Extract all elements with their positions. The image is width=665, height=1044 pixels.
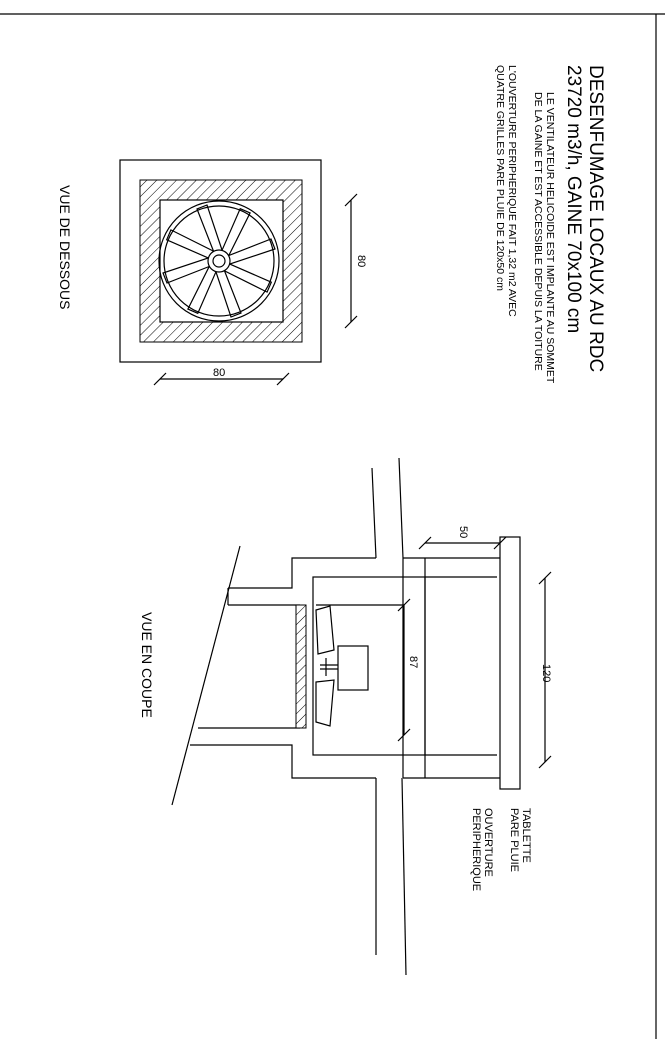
fan-ring-inner (163, 205, 275, 317)
duct-outer (228, 557, 376, 589)
fan-ring-outer (158, 200, 280, 322)
fan-blade-left (315, 605, 335, 655)
dim-text-50: 50 (457, 526, 469, 538)
roof-line-2 (398, 457, 404, 559)
note-line-2: DE LA GAINE ET EST ACCESSIBLE DEPUIS LA … (532, 92, 544, 371)
bottom-view-label: VUE DE DESSOUS (57, 185, 73, 309)
dim-text-120: 120 (540, 664, 552, 682)
bottom-view: 80 (119, 159, 358, 386)
title-line-1: DESENFUMAGE LOCAUX AU RDC (585, 65, 606, 372)
fan-motor (337, 645, 369, 691)
grille (295, 604, 307, 729)
title-line-2: 23720 m3/h, GAINE 70x100 cm (563, 65, 584, 333)
dim-text-80-depth: 80 (355, 255, 367, 267)
callout-opening-1: OUVERTURE (482, 808, 494, 877)
note-line-1: LE VENTILATEUR HELICOIDE EST IMPLANTE AU… (544, 92, 556, 384)
callout-tablet-2: PARE PLUIE (508, 808, 520, 872)
dim-text-80-width: 80 (213, 367, 225, 379)
note-line-4: QUATRE GRILLES PARE PLUIE DE 120x50 cm (494, 65, 506, 291)
roof-line-1 (371, 467, 377, 559)
floor-line (171, 545, 241, 806)
callout-tablet-1: TABLETTE (520, 808, 532, 863)
dim-text-87: 87 (407, 656, 419, 668)
note-line-3: L'OUVERTURE PERIPHERIQUE FAIT 1,32 m2 AV… (506, 65, 518, 317)
callout-opening-2: PERIPHERIQUE (470, 808, 482, 891)
section-view (171, 457, 552, 976)
fan-hub (207, 249, 231, 273)
rain-tablet (499, 536, 521, 790)
fan-blade-right (315, 679, 335, 727)
outer-square (119, 159, 322, 363)
fan-hub-inner (212, 254, 226, 268)
section-view-label: VUE EN COUPE (139, 612, 155, 718)
